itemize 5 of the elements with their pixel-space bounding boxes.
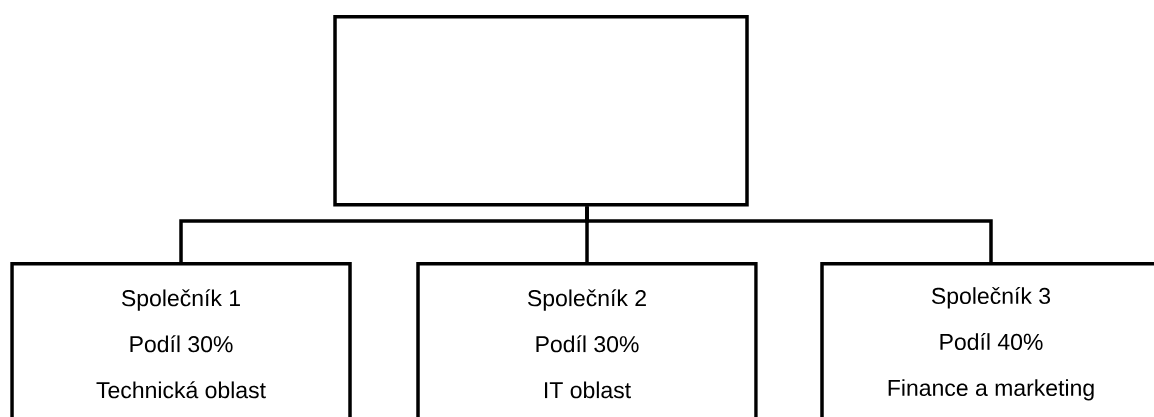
partner-box: Společník 1 Podíl 30% Technická oblast <box>10 262 352 417</box>
connector-line <box>585 206 993 262</box>
partner-box: Společník 2 Podíl 30% IT oblast <box>416 262 758 417</box>
partner-box: Společník 3 Podíl 40% Finance a marketing <box>820 262 1154 417</box>
org-box <box>333 15 749 207</box>
